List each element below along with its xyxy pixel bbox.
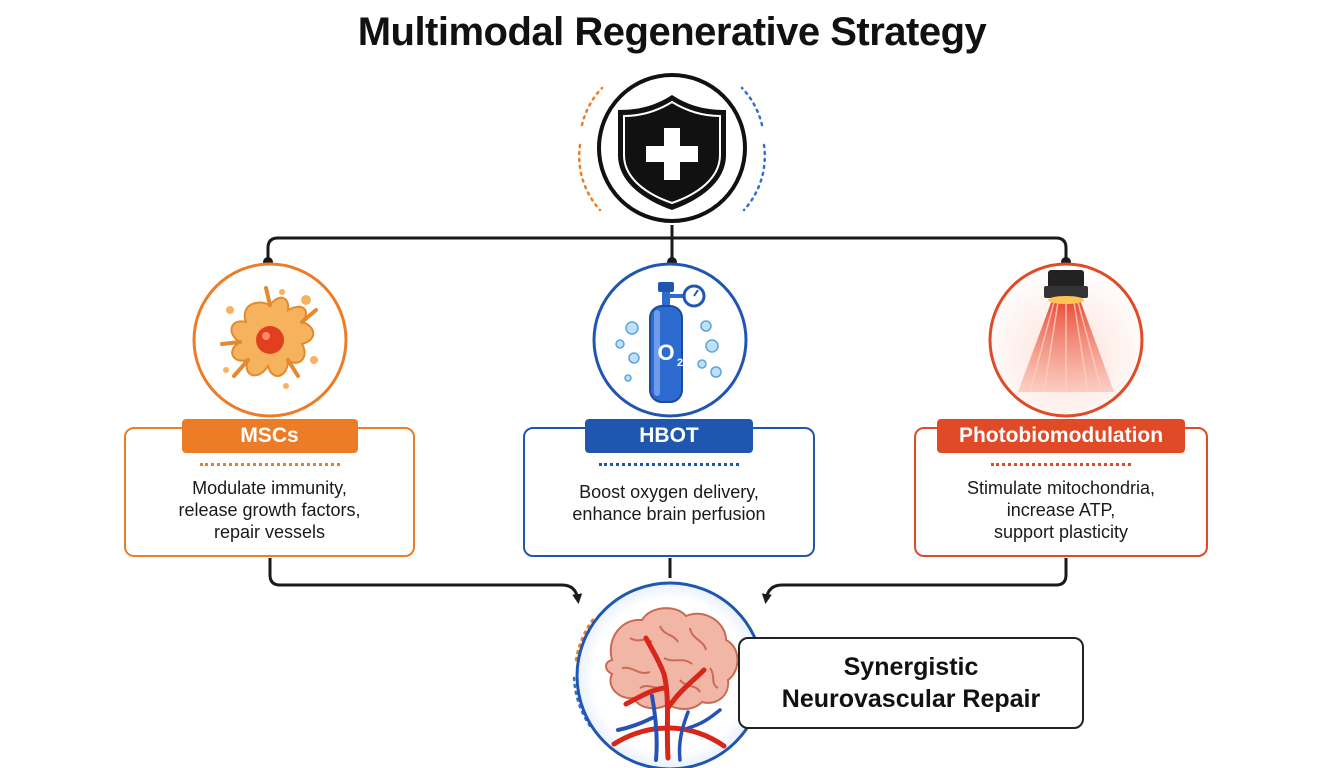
- pbm-card: Photobiomodulation Stimulate mitochondri…: [914, 419, 1208, 557]
- shield-cross-icon: [578, 73, 766, 223]
- pbm-line-2: increase ATP,: [1006, 500, 1116, 520]
- diagram-title: Multimodal Regenerative Strategy: [357, 10, 987, 54]
- red-light-lamp-icon: [988, 262, 1144, 418]
- arrow-mscs-to-outcome: [268, 558, 583, 604]
- hbot-card: HBOT Boost oxygen delivery, enhance brai…: [523, 419, 815, 557]
- hbot-label: HBOT: [585, 419, 753, 453]
- mscs-description: Modulate immunity, release growth factor…: [126, 477, 413, 543]
- mscs-card: MSCs Modulate immunity, release growth f…: [124, 419, 415, 557]
- brain-vessels-icon: [572, 581, 765, 768]
- mscs-line-2: release growth factors,: [178, 500, 361, 520]
- oxygen-tank-icon: O 2: [592, 262, 748, 418]
- outcome-line-2: Neurovascular Repair: [781, 685, 1041, 713]
- pbm-label: Photobiomodulation: [937, 419, 1185, 453]
- hbot-description: Boost oxygen delivery, enhance brain per…: [525, 481, 813, 525]
- mscs-divider: [199, 463, 340, 466]
- pbm-line-1: Stimulate mitochondria,: [966, 478, 1156, 498]
- pbm-line-3: support plasticity: [993, 522, 1129, 542]
- hbot-divider: [599, 463, 739, 466]
- arrow-pbm-to-outcome: [761, 558, 1068, 604]
- hbot-line-1: Boost oxygen delivery,: [579, 482, 759, 502]
- stem-cell-icon: [192, 262, 348, 418]
- hbot-line-2: enhance brain perfusion: [572, 504, 766, 524]
- pbm-description: Stimulate mitochondria, increase ATP, su…: [916, 477, 1206, 543]
- svg-text:2: 2: [677, 357, 683, 369]
- mscs-line-3: repair vessels: [213, 522, 326, 542]
- outcome-line-1: Synergistic: [843, 653, 979, 681]
- connector-branch-line: [266, 236, 1068, 262]
- mscs-label: MSCs: [181, 419, 358, 453]
- pbm-divider: [991, 463, 1131, 466]
- mscs-line-1: Modulate immunity,: [192, 478, 347, 498]
- outcome-box: Synergistic Neurovascular Repair: [738, 637, 1084, 729]
- svg-text:O: O: [657, 340, 674, 365]
